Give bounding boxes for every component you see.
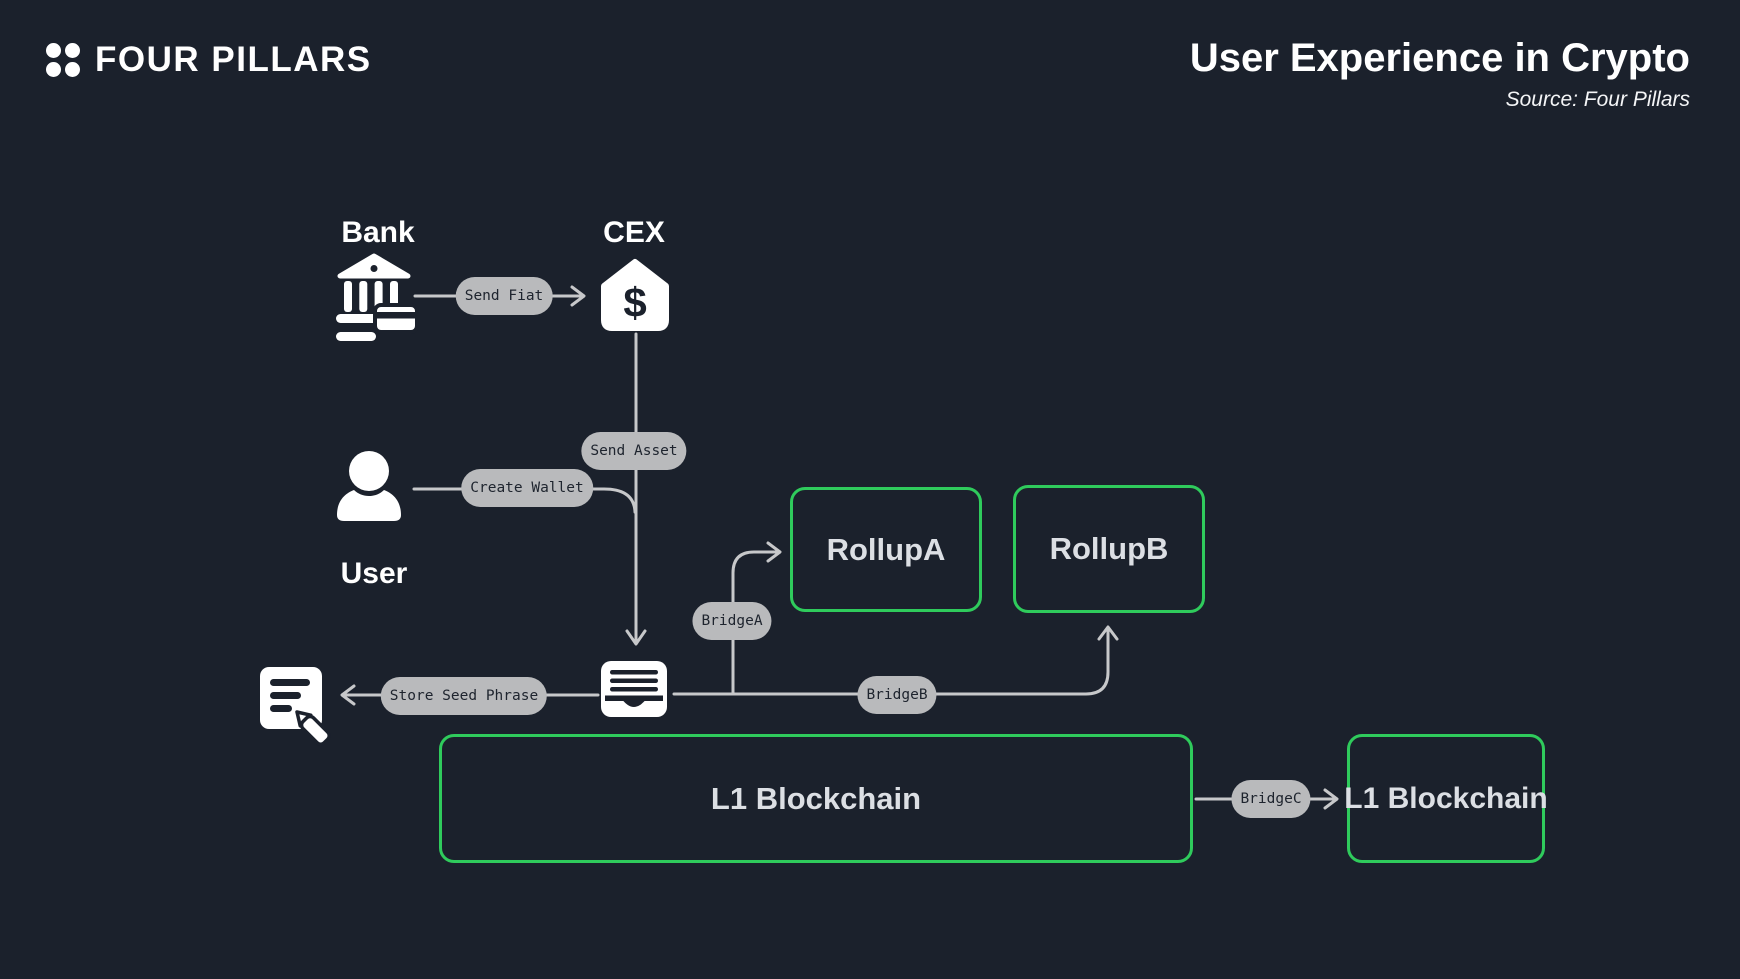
edge-pill-bridge-c: BridgeC [1231, 780, 1311, 818]
connector-cex-to-wallet [625, 332, 647, 646]
note-with-pen-icon [254, 662, 349, 750]
rollup-b-box: RollupB [1013, 485, 1205, 613]
connector-wallet-to-rollupb [672, 625, 1119, 696]
l1-blockchain-main-box: L1 Blockchain [439, 734, 1193, 863]
edge-pill-store-seed-phrase: Store Seed Phrase [380, 677, 548, 715]
rollup-b-label: RollupB [1049, 531, 1169, 566]
four-dots-logo-icon [46, 43, 80, 77]
wallet-icon [600, 660, 670, 720]
page-title: User Experience in Crypto [1189, 36, 1690, 80]
title-block: User Experience in Crypto Source: Four P… [1190, 36, 1690, 112]
bank-label: Bank [341, 216, 415, 249]
edge-pill-bridge-b: BridgeB [857, 676, 937, 714]
edge-pill-create-wallet: Create Wallet [461, 469, 593, 507]
brand: FOUR PILLARS [46, 40, 372, 80]
l1-blockchain-main-label: L1 Blockchain [710, 780, 922, 816]
edge-pill-bridge-a: BridgeA [692, 602, 772, 640]
brand-name: FOUR PILLARS [95, 40, 372, 79]
edge-pill-send-fiat: Send Fiat [455, 277, 553, 315]
bank-icon [330, 250, 420, 345]
connector-user-to-wallet [412, 487, 637, 514]
user-label: User [340, 557, 408, 590]
l1-blockchain-right-label: L1 Blockchain [1344, 781, 1548, 815]
l1-blockchain-right-box: L1 Blockchain [1344, 734, 1548, 863]
rollup-a-box: RollupA [790, 487, 982, 612]
user-person-icon [332, 450, 406, 524]
edge-pill-send-asset: Send Asset [581, 432, 687, 470]
cex-house-dollar-icon: $ [600, 258, 670, 332]
rollup-a-label: RollupA [826, 531, 946, 567]
connector-wallet-to-rollupa [731, 541, 782, 696]
cex-label: CEX [603, 216, 665, 249]
dollar-symbol: $ [623, 279, 646, 326]
page-source: Source: Four Pillars [1505, 87, 1690, 111]
